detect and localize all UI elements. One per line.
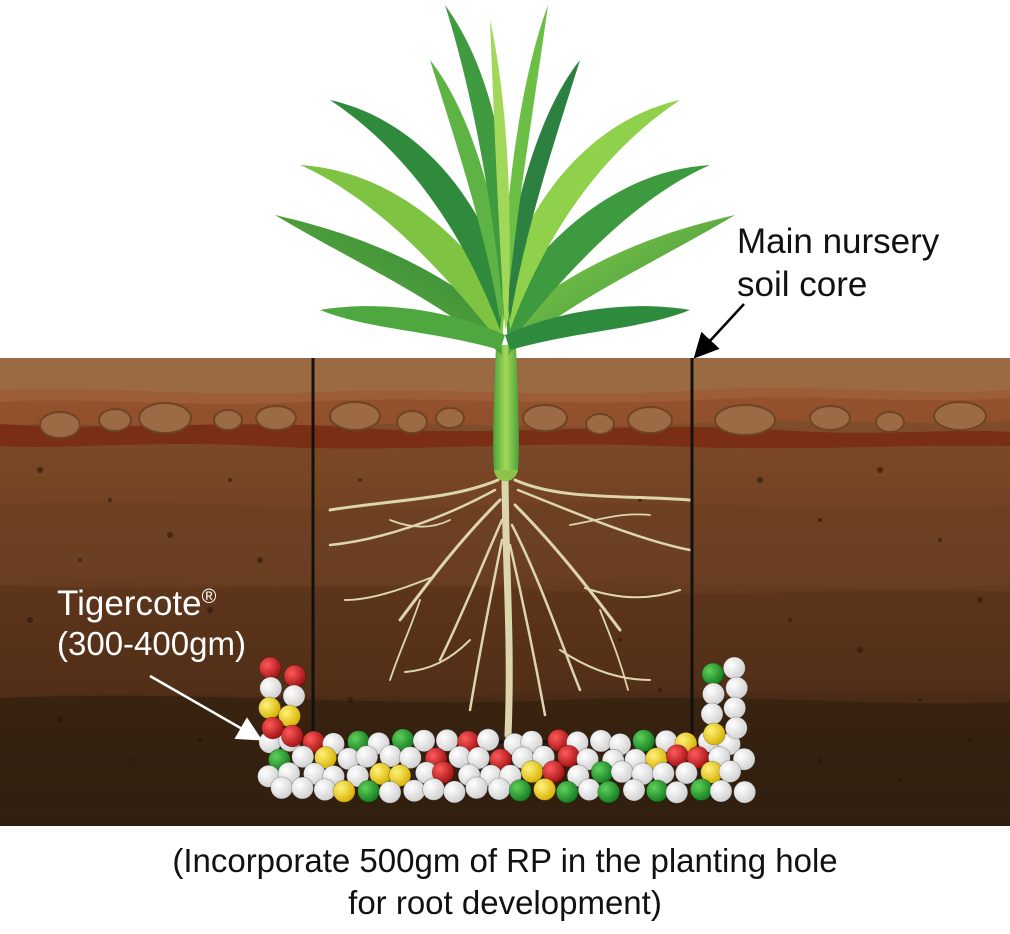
granule: [402, 779, 426, 803]
granule: [282, 684, 306, 708]
granule: [314, 746, 338, 769]
caption-line2: for root development): [348, 884, 662, 921]
granule: [332, 779, 356, 803]
granule: [422, 777, 446, 801]
granule: [508, 779, 532, 802]
granule: [290, 776, 314, 800]
planting-hole-outline: [311, 358, 694, 744]
granule: [675, 761, 698, 785]
granule: [665, 780, 689, 804]
granule: [722, 656, 746, 680]
granule: [533, 778, 556, 801]
granule: [577, 778, 601, 801]
granule: [724, 716, 748, 740]
soil-speckles: [27, 467, 983, 792]
granule: [355, 745, 379, 768]
granule: [542, 760, 565, 783]
granule: [733, 780, 757, 804]
granule: [431, 760, 455, 784]
granule: [589, 729, 613, 753]
plant-leaves: [275, 5, 735, 355]
granule: [313, 778, 337, 801]
registered-mark: ®: [201, 586, 217, 608]
granule: [632, 729, 656, 753]
granule: [346, 764, 370, 788]
granule: [689, 778, 713, 801]
granule: [412, 729, 436, 753]
product-label: Tigercote®: [57, 584, 216, 624]
fertilizer-granules: [257, 656, 757, 804]
granule: [700, 702, 724, 726]
caption-line1: (Incorporate 500gm of RP in the planting…: [172, 842, 838, 879]
granule: [258, 656, 282, 680]
granule: [261, 716, 285, 740]
granule: [357, 779, 381, 803]
granule: [270, 776, 294, 800]
granule: [259, 676, 283, 700]
soil-core-label-line1: Main nursery: [737, 222, 940, 261]
granule: [378, 780, 402, 804]
granule: [476, 728, 500, 752]
tigercote-arrow: [149, 674, 263, 741]
granule: [555, 780, 579, 804]
soil-core-arrow: [693, 303, 745, 359]
plant-stem: [493, 345, 519, 482]
granule: [725, 676, 749, 700]
granule: [702, 722, 726, 746]
granule: [723, 696, 747, 720]
granule: [487, 777, 511, 801]
granule: [388, 764, 412, 787]
granule: [291, 745, 315, 769]
granule: [443, 780, 466, 804]
soil-core-label-line2: soil core: [737, 265, 868, 304]
soil-stones: [39, 401, 987, 439]
granule: [467, 746, 491, 770]
granule: [718, 760, 742, 783]
granule: [646, 779, 669, 803]
plant-roots: [328, 466, 692, 739]
granule: [701, 662, 725, 686]
granule: [709, 779, 733, 803]
granule: [622, 778, 646, 802]
granule: [258, 696, 282, 720]
product-name: Tigercote: [57, 584, 202, 623]
granule: [702, 682, 725, 706]
product-amount: (300-400gm): [57, 625, 246, 662]
granule: [283, 664, 307, 688]
granule: [398, 746, 422, 769]
granule: [465, 776, 488, 800]
granule: [597, 780, 621, 804]
granule: [280, 724, 304, 748]
